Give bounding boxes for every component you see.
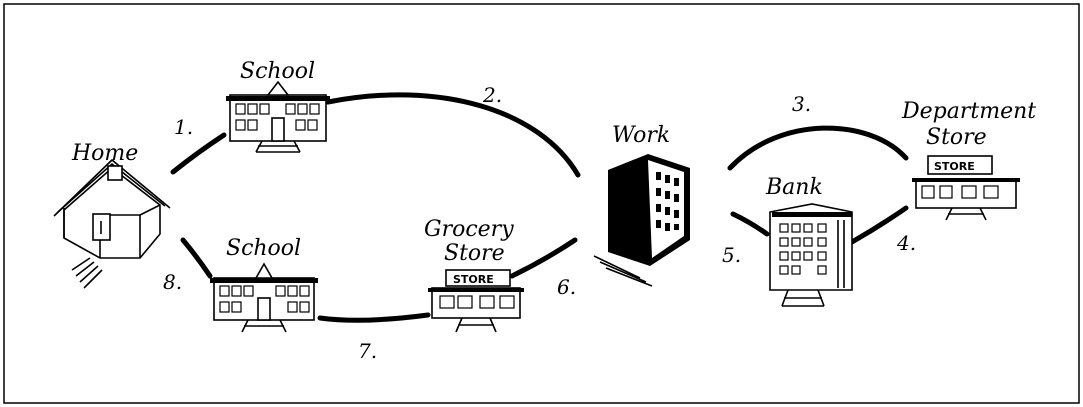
school-bottom-building-icon <box>210 264 318 332</box>
home-label: Home <box>71 141 138 166</box>
school-top-building-icon <box>226 82 330 152</box>
home-building-icon <box>54 160 170 288</box>
grocery-store-building-icon: STORE <box>428 270 524 332</box>
route-segment-1 <box>173 135 224 172</box>
department-store-label-line1: Department <box>901 99 1036 124</box>
department-store-building-icon: STORE <box>912 156 1020 220</box>
route-number-1: 1. <box>174 115 193 139</box>
route-segment-3 <box>730 128 906 168</box>
route-number-6: 6. <box>557 275 576 299</box>
grocery-store-label-line1: Grocery <box>424 217 514 242</box>
route-number-8: 8. <box>163 270 182 294</box>
bank-label: Bank <box>765 175 823 200</box>
route-number-2: 2. <box>482 83 502 107</box>
department-store-sign: STORE <box>934 160 975 173</box>
route-segment-8 <box>183 240 210 276</box>
grocery-store-label-line2: Store <box>444 241 505 266</box>
route-number-7: 7. <box>358 339 377 363</box>
work-building-icon <box>594 154 690 286</box>
grocery-store-sign: STORE <box>453 273 494 286</box>
department-store-label-line2: Store <box>926 125 987 150</box>
route-number-3: 3. <box>792 92 811 116</box>
route-segment-6 <box>512 240 575 276</box>
route-number-5: 5. <box>722 243 741 267</box>
route-segment-7 <box>320 315 428 320</box>
bank-building-icon <box>770 204 852 306</box>
work-label: Work <box>612 123 670 148</box>
school-top-label: School <box>240 59 315 84</box>
route-segment-5 <box>733 214 767 234</box>
school-bottom-label: School <box>226 236 301 261</box>
route-segment-2 <box>328 95 578 175</box>
route-number-4: 4. <box>896 231 916 255</box>
